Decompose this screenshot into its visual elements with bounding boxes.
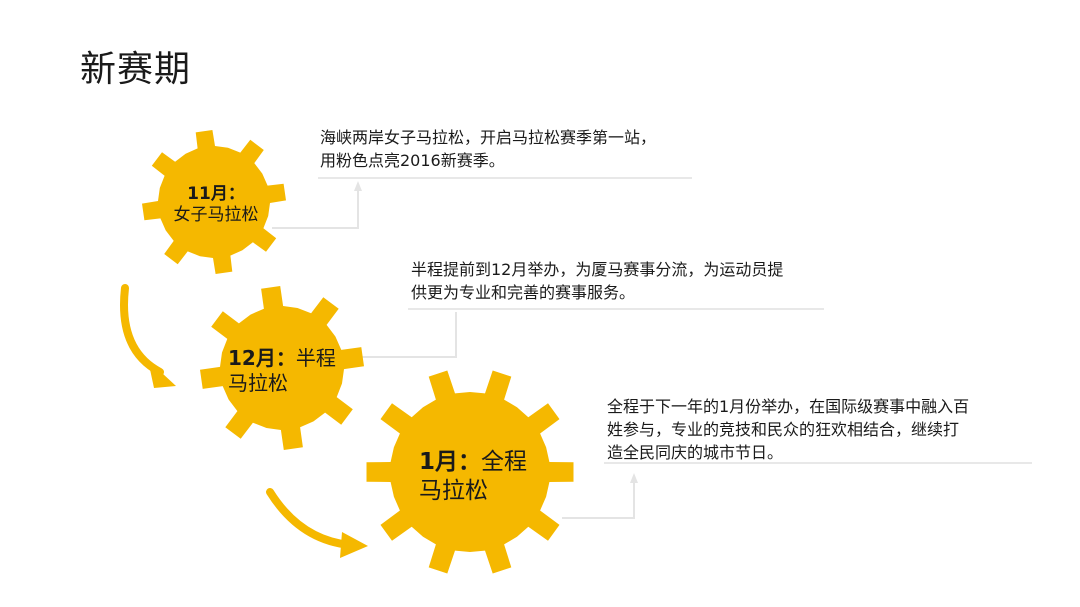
gear-label-jan: 1月：全程 马拉松 (419, 448, 527, 506)
connector-arrow-icon (562, 462, 1032, 519)
description-line: 造全民同庆的城市节日。 (607, 443, 784, 462)
description-line: 用粉色点亮2016新赛季。 (320, 151, 505, 170)
month-label: 1月： (419, 449, 482, 475)
description-line: 供更为专业和完善的赛事服务。 (411, 283, 636, 302)
month-label: 11月： (187, 184, 245, 204)
curved-arrow-icon (266, 488, 368, 558)
month-label: 12月： (228, 346, 296, 370)
description-dec: 半程提前到12月举办，为厦马赛事分流，为运动员提 供更为专业和完善的赛事服务。 (411, 258, 831, 304)
connector-arrow-icon (344, 308, 824, 358)
event-name: 女子马拉松 (173, 205, 259, 226)
gear-label-dec: 12月：半程 马拉松 (228, 346, 336, 396)
gear-icon (142, 130, 286, 274)
description-nov: 海峡两岸女子马拉松，开启马拉松赛季第一站， 用粉色点亮2016新赛季。 (320, 126, 700, 172)
description-jan: 全程于下一年的1月份举办，在国际级赛事中融入百 姓参与，专业的竞技和民众的狂欢相… (607, 395, 1027, 464)
description-line: 全程于下一年的1月份举办，在国际级赛事中融入百 (607, 397, 970, 416)
description-line: 姓参与，专业的竞技和民众的狂欢相结合，继续打 (607, 420, 960, 439)
page-title: 新赛期 (80, 49, 192, 90)
description-line: 海峡两岸女子马拉松，开启马拉松赛季第一站， (320, 128, 657, 147)
event-name: 马拉松 (419, 477, 488, 504)
gear-label-nov: 11月： 女子马拉松 (166, 184, 266, 227)
event-name: 马拉松 (228, 371, 288, 395)
gear-icon (200, 286, 364, 450)
connector-arrow-icon (272, 177, 692, 229)
description-line: 半程提前到12月举办，为厦马赛事分流，为运动员提 (411, 260, 784, 279)
event-name: 半程 (295, 346, 336, 370)
curved-arrow-icon (120, 284, 176, 388)
gear-icon (366, 370, 574, 574)
event-name: 全程 (481, 449, 528, 475)
